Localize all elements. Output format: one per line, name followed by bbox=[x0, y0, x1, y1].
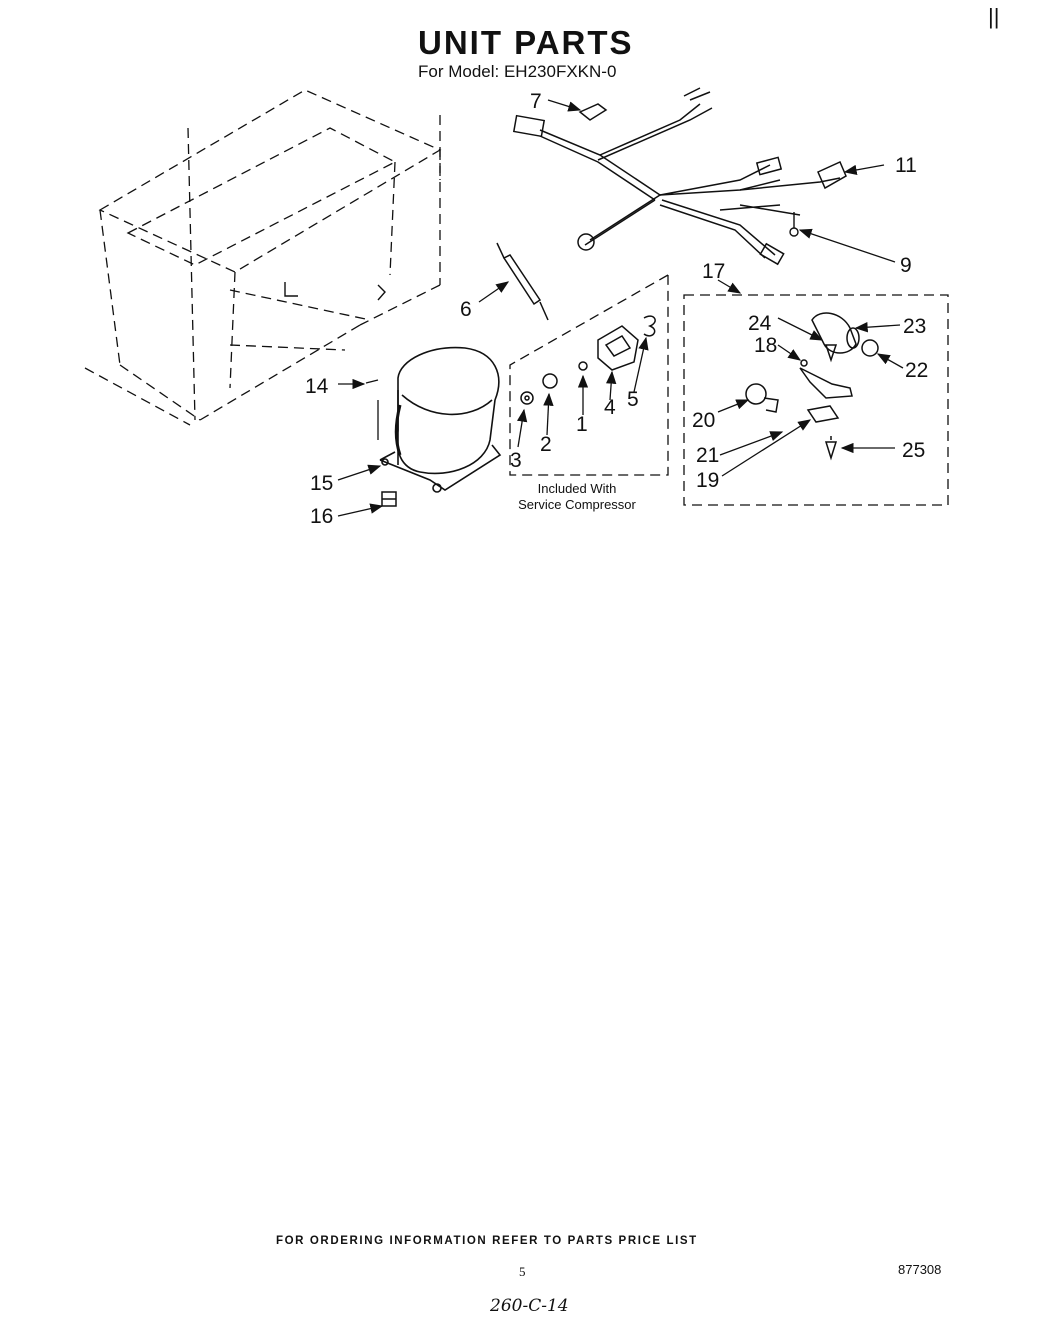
note-line-2: Service Compressor bbox=[518, 497, 636, 512]
ordering-info: FOR ORDERING INFORMATION REFER TO PARTS … bbox=[276, 1235, 698, 1247]
callout-22: 22 bbox=[905, 359, 928, 382]
relay-kit-parts bbox=[745, 312, 879, 461]
callout-11: 11 bbox=[895, 154, 917, 177]
corner-mark: || bbox=[988, 4, 1000, 29]
clip-part-14 bbox=[365, 379, 379, 440]
relay-kit-box bbox=[683, 294, 949, 506]
page-title: UNIT PARTS bbox=[418, 24, 634, 61]
leader-arrows bbox=[337, 99, 904, 517]
callout-2: 2 bbox=[540, 433, 552, 456]
clip-part-7 bbox=[578, 103, 608, 121]
cabinet-outline bbox=[84, 89, 442, 426]
callout-21: 21 bbox=[696, 444, 719, 467]
callout-6: 6 bbox=[460, 298, 472, 321]
note-line-1: Included With bbox=[537, 481, 617, 496]
compressor bbox=[379, 346, 502, 493]
handwritten-note: 260-C-14 bbox=[490, 1296, 569, 1316]
callout-3: 3 bbox=[510, 449, 522, 472]
service-compressor-box bbox=[509, 274, 669, 476]
callout-25: 25 bbox=[902, 439, 925, 462]
screw-part-9 bbox=[789, 212, 799, 237]
callout-9: 9 bbox=[900, 254, 912, 277]
included-with-note: Included With Service Compressor bbox=[497, 481, 657, 513]
callout-19: 19 bbox=[696, 469, 719, 492]
page-number: 5 bbox=[519, 1264, 526, 1279]
cabinet-brackets bbox=[284, 282, 386, 301]
grommet-part-16 bbox=[381, 491, 397, 507]
compressor-small-parts bbox=[520, 315, 656, 405]
document-number: 877308 bbox=[898, 1262, 942, 1277]
callout-4: 4 bbox=[604, 396, 616, 419]
model-subtitle: For Model: EH230FXKN-0 bbox=[418, 62, 617, 81]
callout-16: 16 bbox=[310, 505, 333, 528]
callout-18: 18 bbox=[754, 334, 777, 357]
wiring-harness bbox=[512, 87, 847, 266]
callout-24: 24 bbox=[748, 312, 772, 335]
callout-labels: 7 11 9 6 17 24 23 18 22 20 21 19 25 14 1… bbox=[305, 90, 928, 528]
callout-7: 7 bbox=[530, 90, 542, 113]
callout-1: 1 bbox=[576, 413, 588, 436]
callout-15: 15 bbox=[310, 472, 333, 495]
callout-20: 20 bbox=[692, 409, 715, 432]
callout-23: 23 bbox=[903, 315, 926, 338]
callout-17: 17 bbox=[702, 260, 725, 283]
callout-5: 5 bbox=[627, 388, 639, 411]
drier-part-6 bbox=[496, 242, 549, 321]
callout-14: 14 bbox=[305, 375, 329, 398]
